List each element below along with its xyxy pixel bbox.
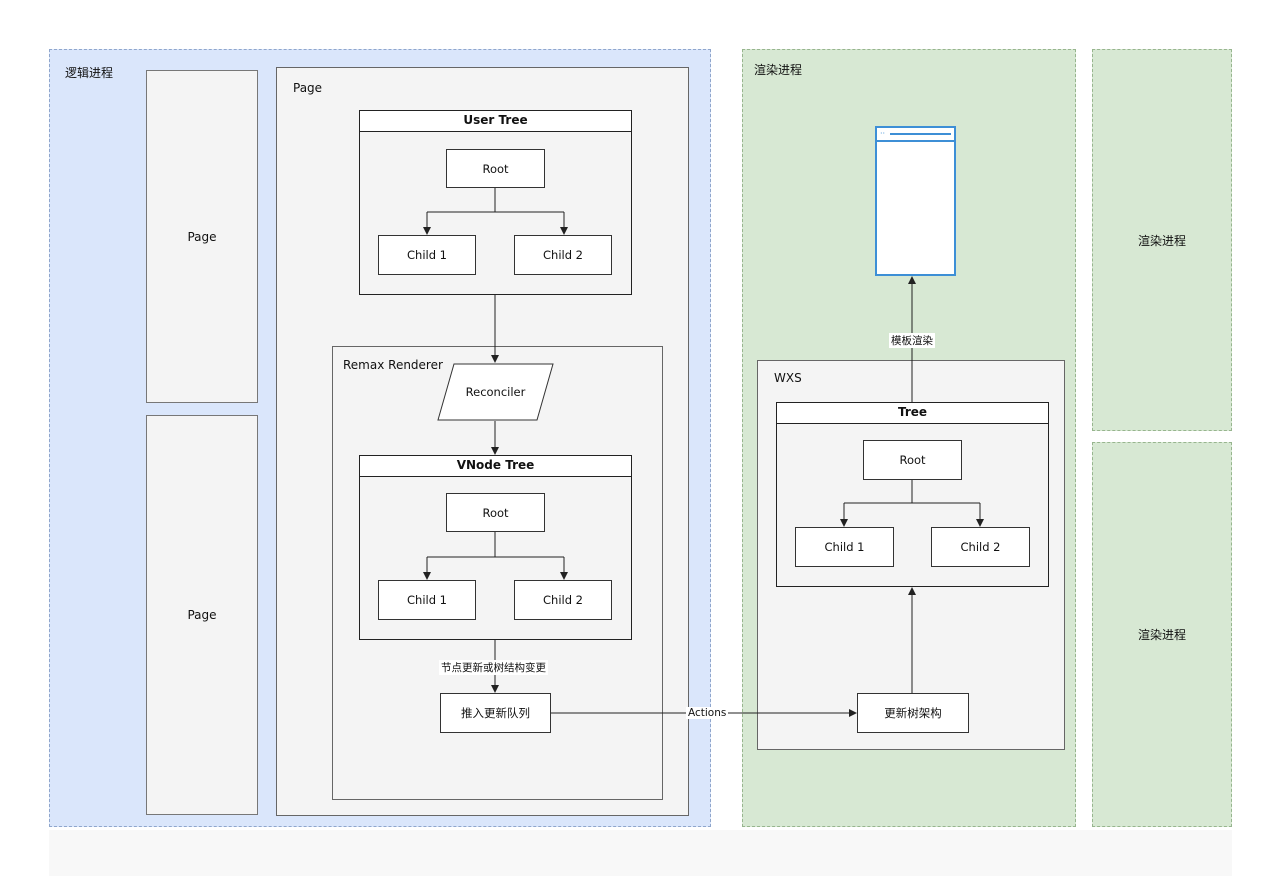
vnode-tree-title: VNode Tree <box>360 456 631 477</box>
edge-wxs-root-children <box>844 480 980 504</box>
update-tree-node: 更新树架构 <box>857 693 969 733</box>
browser-window-dots: ·· <box>880 129 886 138</box>
vnode-tree-child-1: Child 1 <box>378 580 476 620</box>
actions-edge-label: Actions <box>686 707 729 719</box>
reconciler-node: Reconciler <box>437 363 554 421</box>
edge-vnode-root-children <box>427 532 564 558</box>
vnode-change-edge-label: 节点更新或树结构变更 <box>439 660 548 675</box>
reconciler-label: Reconciler <box>465 385 526 399</box>
vnode-tree-root: Root <box>446 493 545 532</box>
render-process-box-1: 渲染进程 <box>1092 49 1232 431</box>
page-column-label: Page <box>187 229 217 244</box>
render-process-box-label: 渲染进程 <box>1137 233 1186 248</box>
user-tree-child-1: Child 1 <box>378 235 476 275</box>
user-tree-child-2: Child 2 <box>514 235 612 275</box>
page-column-1: Page <box>146 70 258 403</box>
user-tree-title: User Tree <box>360 111 631 132</box>
wxs-tree-title: Tree <box>777 403 1048 424</box>
update-queue-node: 推入更新队列 <box>440 693 551 733</box>
reconciler-shape <box>437 363 554 421</box>
browser-window-address-bar <box>890 133 951 135</box>
wxs-tree-root: Root <box>863 440 962 480</box>
page-column-label: Page <box>187 608 217 622</box>
render-process-box-2: 渲染进程 <box>1092 442 1232 827</box>
browser-window-titlebar: ·· <box>877 128 954 142</box>
browser-window-icon: ·· <box>875 126 956 276</box>
remax-renderer-label: Remax Renderer <box>343 358 443 372</box>
template-render-edge-label: 模板渲染 <box>889 333 935 348</box>
canvas-bottom-strip <box>49 830 1232 876</box>
wxs-tree-child-1: Child 1 <box>795 527 894 567</box>
edge-usertree-root-children <box>427 188 564 213</box>
user-tree-root: Root <box>446 149 545 188</box>
page-column-2: Page <box>146 415 258 815</box>
render-process-box-label: 渲染进程 <box>1137 628 1186 642</box>
page-container-label: Page <box>293 81 323 95</box>
render-process-label: 渲染进程 <box>754 63 803 77</box>
wxs-tree-child-2: Child 2 <box>931 527 1030 567</box>
logic-process-label: 逻辑进程 <box>65 66 114 80</box>
wxs-label: WXS <box>774 371 802 385</box>
vnode-tree-child-2: Child 2 <box>514 580 612 620</box>
